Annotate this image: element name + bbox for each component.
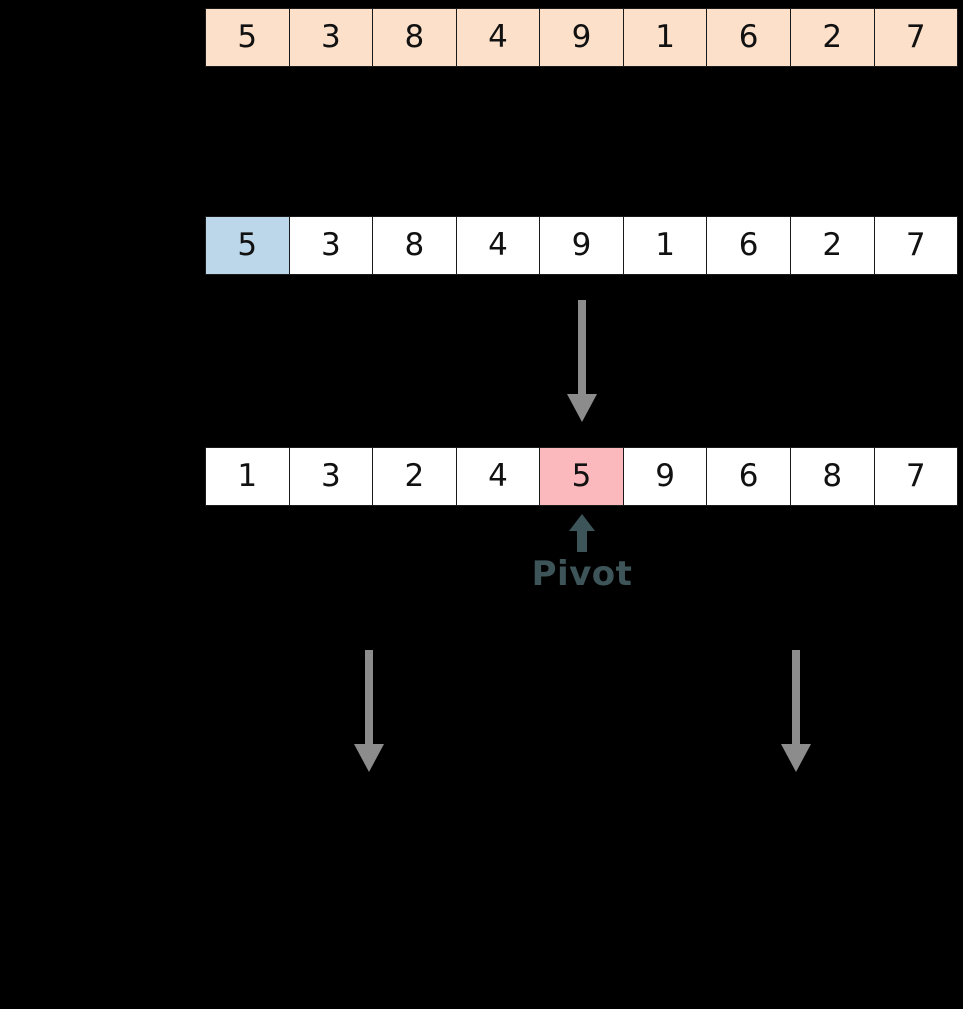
array-cell: 7 [873,447,959,506]
arrow-shaft [792,650,800,744]
array-cell: 1 [622,216,708,275]
pivot-pointer-arrow-icon [569,514,595,552]
arrow-head [354,744,384,772]
array-cell: 6 [706,216,791,275]
array-cell: 4 [455,8,541,67]
array-cell: 2 [789,216,875,275]
array-cell: 9 [539,216,624,275]
array-cell: 3 [288,447,374,506]
array-cell: 5 [205,216,290,275]
partition-arrow-icon [567,300,597,422]
arrow-shaft [365,650,373,744]
left-subarray-arrow-icon [354,650,384,772]
array-cell: 6 [706,447,791,506]
array-cell: 3 [288,216,374,275]
array-cell: 8 [372,216,457,275]
array-cell: 3 [288,8,374,67]
array-cell: 4 [455,216,541,275]
array-cell: 7 [873,8,959,67]
array-cell: 9 [539,8,624,67]
array-cell: 7 [873,216,959,275]
pivot-label: Pivot [531,554,633,594]
right-subarray-arrow-icon [781,650,811,772]
arrow-head [569,514,595,531]
array-cell: 5 [539,447,624,506]
array-cell: 2 [789,8,875,67]
arrow-head [781,744,811,772]
arrow-head [567,394,597,422]
array-cell: 8 [372,8,457,67]
array-cell: 1 [205,447,290,506]
array-cell: 8 [789,447,875,506]
array-cell: 9 [622,447,708,506]
array-cell: 6 [706,8,791,67]
array-cell: 5 [205,8,290,67]
arrow-shaft [578,300,586,394]
arrow-shaft [577,530,587,552]
array-cell: 1 [622,8,708,67]
array-cell: 4 [455,447,541,506]
array-cell: 2 [372,447,457,506]
